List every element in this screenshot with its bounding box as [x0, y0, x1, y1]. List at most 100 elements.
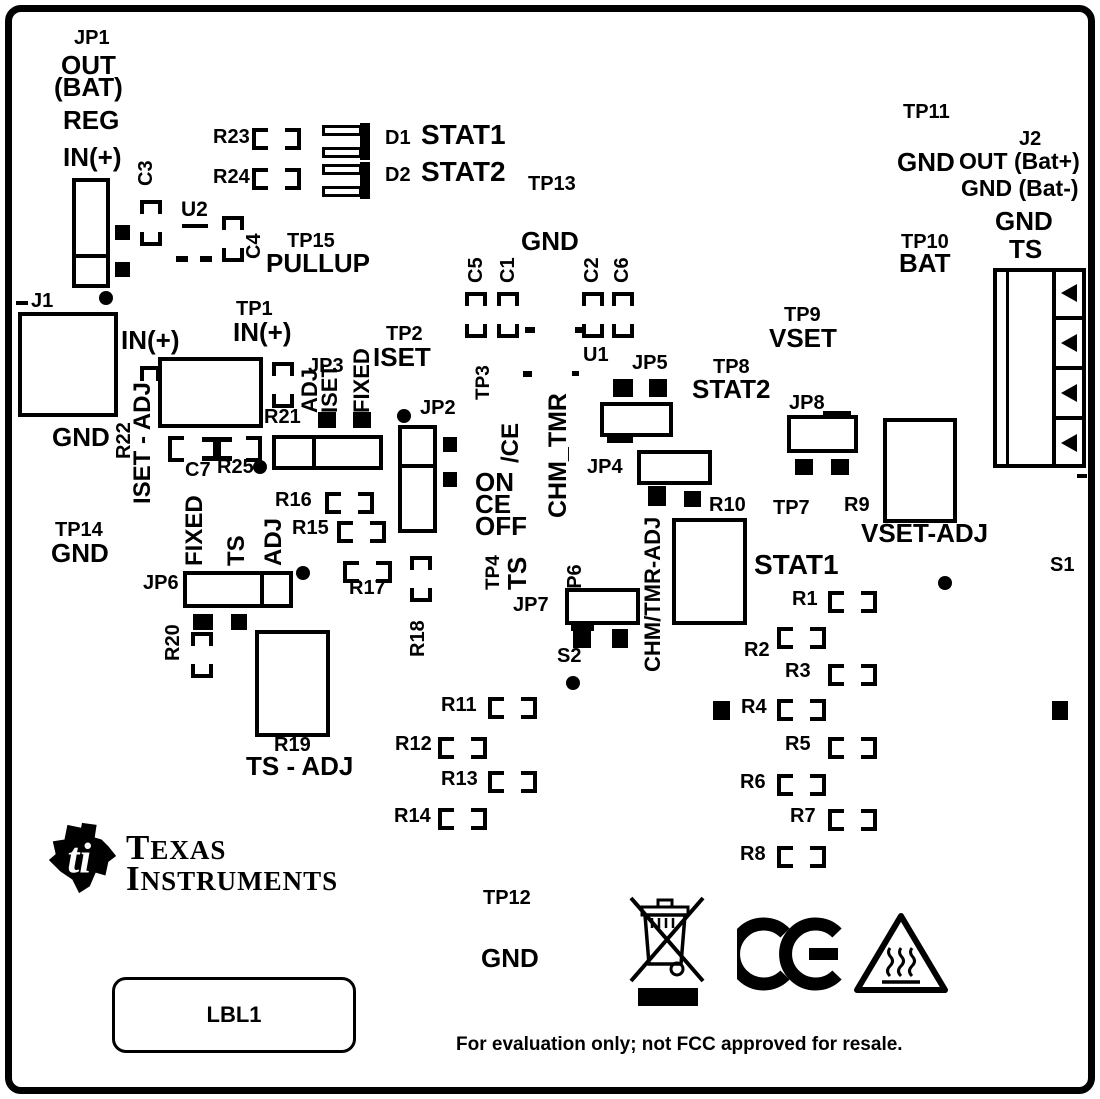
jp1-jumper-divider	[75, 254, 107, 258]
j2-divider-2	[1052, 271, 1056, 465]
label-d1: D1	[385, 127, 411, 149]
jp5-jumper	[600, 402, 673, 437]
label-r14: R14	[394, 805, 431, 827]
r20-pads-top	[191, 632, 213, 646]
r15-pads-left	[337, 521, 353, 543]
r12-pads	[438, 737, 487, 759]
jp6-jumper-divider	[260, 574, 264, 605]
r21-pads-top	[272, 362, 294, 376]
r22-pad	[140, 366, 160, 381]
c7-pad-right	[246, 436, 262, 462]
jp3-pad1	[318, 412, 336, 428]
label-jp5: JP5	[632, 352, 668, 374]
r9-pot	[883, 418, 957, 523]
label-jp1: JP1	[74, 27, 110, 49]
r1-pads-right	[861, 591, 877, 613]
label-tp14: TP14	[55, 519, 103, 541]
r11-pads	[488, 697, 537, 719]
j2-cell-line-1	[1055, 316, 1083, 320]
label-c3: C3	[135, 160, 157, 186]
c2-pads-top	[582, 292, 604, 306]
r23-pads	[252, 128, 301, 150]
label-jp8: JP8	[789, 392, 825, 414]
c6-pads	[612, 292, 634, 338]
r4-pads	[777, 699, 826, 721]
jp2-jumper-divider	[401, 464, 434, 468]
label-r23: R23	[213, 126, 250, 148]
jp2-pad2	[443, 472, 457, 487]
board-outline	[5, 5, 1095, 1094]
r25-dot	[253, 460, 267, 474]
r13-pads-right	[521, 771, 537, 793]
label-bat-tp10: BAT	[899, 248, 951, 278]
r9-dot	[938, 576, 952, 590]
d1-led	[322, 123, 370, 160]
r7-pads	[828, 809, 877, 831]
label-r2: R2	[744, 639, 770, 661]
label-out-jp1: OUT	[61, 50, 116, 80]
label-stat2-led: STAT2	[421, 156, 506, 187]
c7-pad-left	[168, 436, 184, 462]
j1-tick	[16, 301, 28, 305]
r1-pads	[828, 591, 877, 613]
r6-pads	[777, 774, 826, 796]
label-r18: R18	[407, 620, 429, 657]
label-c1: C1	[497, 257, 519, 283]
label-fixed-jp3: FIXED	[349, 348, 374, 413]
jp4-pad2	[684, 491, 701, 507]
r13-pads	[488, 771, 537, 793]
label-jp6: JP6	[143, 572, 179, 594]
r12-pads-left	[438, 737, 454, 759]
label-d2: D2	[385, 164, 411, 186]
jp5-pad2	[649, 379, 667, 397]
r2-pads-right	[810, 627, 826, 649]
ic-in	[158, 357, 263, 428]
label-tp15: TP15	[287, 230, 335, 252]
label-gnd-batm: GND (Bat-)	[961, 175, 1079, 201]
label-chmtmr-adj: CHM/TMR-ADJ	[640, 516, 665, 672]
r6-pads-right	[810, 774, 826, 796]
label-out-batp: OUT (Bat+)	[959, 148, 1080, 174]
jp6-pad1	[193, 614, 213, 630]
c3-pads	[140, 200, 162, 246]
jp4-pad1	[648, 486, 666, 506]
label-stat1-led: STAT1	[421, 119, 506, 150]
u2-mark2	[200, 256, 212, 262]
d2-led-b2	[322, 186, 362, 197]
jp7-pad1	[573, 626, 591, 648]
u1-mark4	[572, 371, 579, 376]
r15-pads-right	[370, 521, 386, 543]
label-vset-adj: VSET-ADJ	[861, 518, 989, 548]
r4-pads-left	[777, 699, 793, 721]
c4-pads	[222, 216, 244, 262]
r24-pads-right	[285, 168, 301, 190]
label-jp4: JP4	[587, 456, 623, 478]
label-ts-adj: TS - ADJ	[246, 751, 354, 781]
label-s1: S1	[1050, 554, 1075, 576]
s1-side-pad	[1052, 701, 1068, 720]
r11-pads-left	[488, 697, 504, 719]
jp5-pad1	[613, 379, 633, 397]
label-r25: R25	[217, 456, 254, 478]
label-r13: R13	[441, 768, 478, 790]
label-iset-jp3: ISET	[317, 364, 342, 413]
label-ts-jp6: TS	[223, 535, 250, 566]
label-r9: R9	[844, 494, 870, 516]
label-r6: R6	[740, 771, 766, 793]
label-gnd-j1: GND	[52, 422, 110, 452]
label-tp7: TP7	[773, 497, 810, 519]
jp6-pad2	[231, 614, 247, 630]
weee-bin-icon	[629, 896, 705, 1006]
r4-pads-right	[810, 699, 826, 721]
label-tp11: TP11	[903, 101, 950, 123]
r14-pads-right	[471, 808, 487, 830]
d1-led-b2	[322, 147, 362, 158]
label-r3: R3	[785, 660, 811, 682]
r17-pads-right	[376, 561, 392, 583]
r1-pads-left	[828, 591, 844, 613]
c5-pads-bottom	[465, 324, 487, 338]
label-stat2: STAT2	[692, 374, 771, 404]
jp8-pad1	[795, 459, 813, 475]
label-r15: R15	[292, 517, 329, 539]
r8-pads-right	[810, 846, 826, 868]
